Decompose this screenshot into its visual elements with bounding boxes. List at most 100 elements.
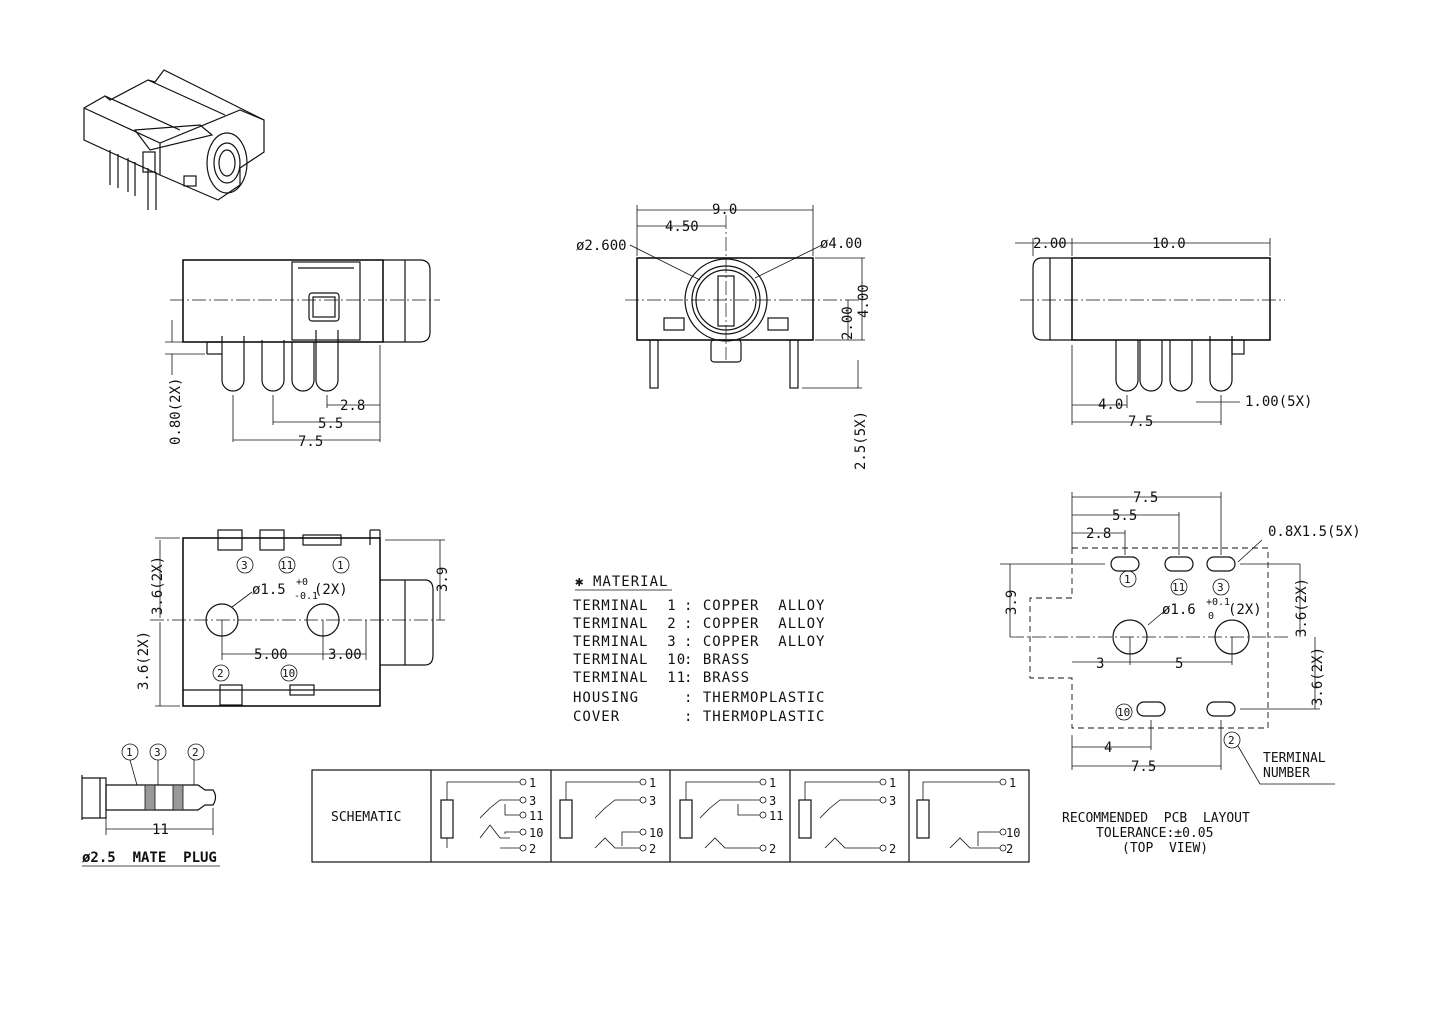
schematic-pin: 10 [1006,826,1020,840]
schematic-cell-2 [559,778,647,852]
schematic-pin: 2 [529,842,536,856]
material-row-name: HOUSING [573,690,639,706]
material-row-name: TERMINAL 11 [573,670,686,686]
front-view [625,205,865,389]
bottom-pin-1: 1 [337,559,344,572]
dim-front-2.5: 2.5(5X) [853,411,869,470]
dim-plug-11: 11 [152,822,169,838]
dim-bottom-hole-tol-dn: -0.1 [294,591,318,602]
dim-pcb-3.6b: 3.6(2X) [1310,647,1326,706]
plug-pin-3: 3 [154,746,161,759]
dim-bottom-3.9: 3.9 [435,567,451,592]
dim-front-2.00: 2.00 [840,306,856,340]
bottom-pin-10: 10 [282,667,295,680]
material-heading: MATERIAL [593,574,668,590]
dim-front-phi2600: ø2.600 [576,238,627,254]
schematic-pin: 11 [529,809,543,823]
dim-right-1.00: 1.00(5X) [1245,394,1312,410]
dim-front-4.50: 4.50 [665,219,699,235]
pcb-top-view: (TOP VIEW) [1122,841,1208,856]
material-row-value: : COPPER ALLOY [684,598,825,614]
bottom-view [150,529,445,707]
dim-pcb-3: 3 [1096,656,1104,672]
dim-right-4.0: 4.0 [1098,397,1123,413]
schematic-pin: 3 [529,794,536,808]
pcb-pin-11: 11 [1172,581,1185,594]
material-row-value: : BRASS [684,670,750,686]
plug-pin-1: 1 [126,746,133,759]
material-rows: TERMINAL 1 : COPPER ALLOY TERMINAL 2 : C… [573,598,825,725]
schematic-pin: 3 [889,794,896,808]
dim-side-5.5: 5.5 [318,416,343,432]
dim-pcb-4: 4 [1104,740,1112,756]
schematic-pin: 3 [769,794,776,808]
dim-pcb-hole-tol-dn: 0 [1208,611,1214,622]
pcb-pin-1: 1 [1124,573,1131,586]
dim-right-10.0: 10.0 [1152,236,1186,252]
schematic-pin: 2 [1006,842,1013,856]
material-row-name: COVER [573,709,620,725]
dim-bottom-3.6a: 3.6(2X) [150,556,166,615]
schematic-pin: 11 [769,809,783,823]
material-row-value: : COPPER ALLOY [684,616,825,632]
dim-bottom-5.00: 5.00 [254,647,288,663]
dim-bottom-3.00: 3.00 [328,647,362,663]
dim-right-2.00: 2.00 [1033,236,1067,252]
material-row-value: : THERMOPLASTIC [684,709,825,725]
bottom-pin-markers [212,556,350,682]
material-row-value: : BRASS [684,652,750,668]
dim-side-2.8: 2.8 [340,398,365,414]
dim-pcb-slot: 0.8X1.5(5X) [1268,524,1361,540]
material-row-name: TERMINAL 1 [573,598,677,614]
mate-plug [81,743,220,867]
dim-pcb-hole-count: (2X) [1228,602,1262,618]
isometric-view [83,69,265,210]
pcb-pin-10: 10 [1117,706,1130,719]
pcb-pin-3: 3 [1217,581,1224,594]
pcb-number-label: NUMBER [1263,766,1310,781]
dim-pcb-hole: ø1.6 [1162,602,1196,618]
material-row-value: : COPPER ALLOY [684,634,825,650]
material-star: ✱ [575,574,584,590]
bottom-pin-3: 3 [241,559,248,572]
dim-pcb-5: 5 [1175,656,1183,672]
material-table: ✱ MATERIAL [575,574,672,591]
schematic-label: SCHEMATIC [331,810,401,825]
dim-pcb-2.8: 2.8 [1086,526,1111,542]
schematic-pin: 1 [649,776,656,790]
schematic-pin: 3 [649,794,656,808]
material-row-name: TERMINAL 2 [573,616,677,632]
dim-front-9.0: 9.0 [712,202,737,218]
dim-side-7.5: 7.5 [298,434,323,450]
schematic-pin: 1 [1009,776,1016,790]
schematic-pin: 2 [649,842,656,856]
dim-side-080: 0.80(2X) [168,378,184,445]
dim-pcb-5.5: 5.5 [1112,508,1137,524]
material-row-name: TERMINAL 10 [573,652,686,668]
material-row-value: : THERMOPLASTIC [684,690,825,706]
right-view [1015,238,1285,425]
schematic-pin: 10 [529,826,543,840]
dim-pcb-7.5b: 7.5 [1131,759,1156,775]
schematic-pin: 2 [889,842,896,856]
schematic-cell-5 [916,778,1007,852]
dim-pcb-3.6a: 3.6(2X) [1294,578,1310,637]
pcb-pin-2: 2 [1228,734,1235,747]
schematic-cell-3 [679,778,767,852]
schematic-pin: 2 [769,842,776,856]
dim-bottom-3.6b: 3.6(2X) [136,631,152,690]
dim-pcb-hole-tol-up: +0.1 [1206,597,1230,608]
schematic-pin: 10 [649,826,663,840]
plug-caption: ø2.5 MATE PLUG [82,850,217,866]
schematic-cell-4 [798,778,887,852]
schematic-pin: 1 [529,776,536,790]
schematic-pin: 1 [889,776,896,790]
bottom-pin-2: 2 [217,667,224,680]
pcb-tolerance: TOLERANCE:±0.05 [1096,826,1213,841]
dim-bottom-hole-count: (2X) [314,582,348,598]
dim-pcb-7.5: 7.5 [1133,490,1158,506]
dim-right-7.5: 7.5 [1128,414,1153,430]
schematic-table [311,769,1030,863]
pcb-pin-markers [1115,570,1241,749]
